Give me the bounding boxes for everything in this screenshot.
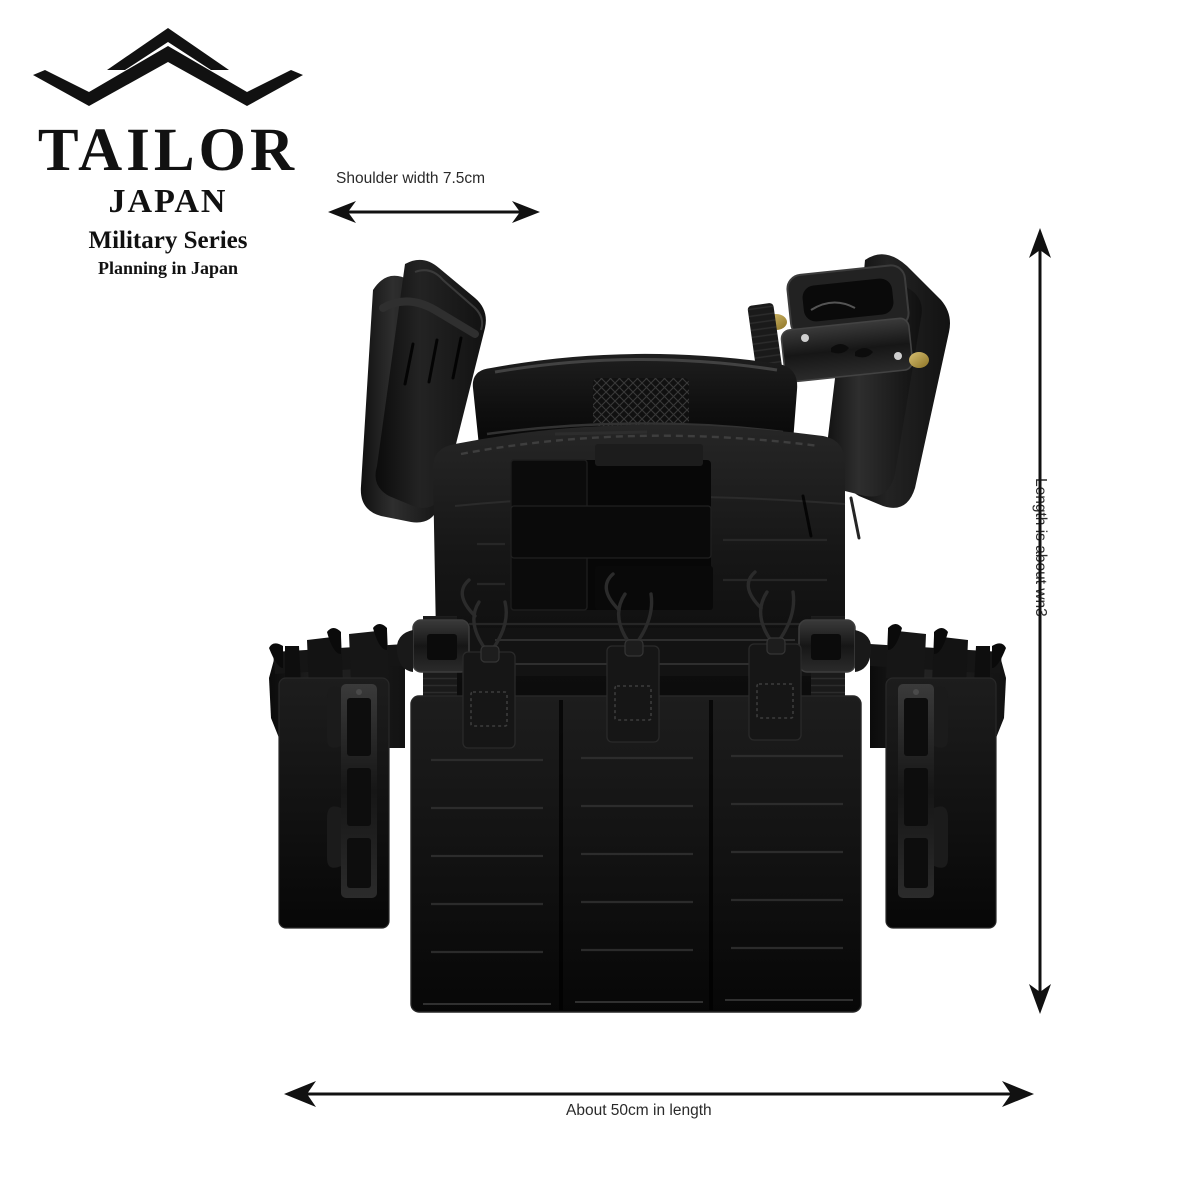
double-arrow-horizontal-icon [328, 201, 540, 223]
side-release-buckle-chest-right [798, 619, 872, 673]
front-velcro-id-panel [510, 430, 713, 611]
brand-country: JAPAN [108, 183, 228, 220]
front-plate-body [432, 424, 846, 716]
shoulder-width-label: Shoulder width 7.5cm [336, 170, 486, 187]
cummerbund-right [870, 624, 1006, 929]
brand-logo-block: TAILOR JAPAN Military Series Planning in… [18, 26, 318, 277]
pouch-flap [462, 643, 802, 749]
double-arrow-horizontal-icon [284, 1081, 1034, 1107]
tactical-vest-image [255, 248, 1020, 1018]
vest-illustration [269, 254, 1006, 1013]
double-arrow-vertical-icon [1029, 228, 1051, 1014]
side-release-buckle-left [327, 684, 377, 898]
brand-name: TAILOR [37, 117, 299, 184]
shoulder-strap-left [360, 259, 486, 523]
brand-series: Military Series [88, 227, 248, 254]
cummerbund-left [269, 624, 405, 929]
chevron-wing-emblem-icon [33, 28, 303, 106]
cobra-quick-release-buckle [765, 264, 929, 383]
brand-tagline: Planning in Japan [97, 258, 239, 278]
shoulder-strap-right [747, 254, 950, 540]
side-release-buckle-right [898, 684, 948, 898]
triple-magazine-pouch [410, 570, 862, 1013]
side-release-buckle-chest-left [396, 619, 470, 673]
overall-width-label: About 50cm in length [566, 1102, 712, 1119]
